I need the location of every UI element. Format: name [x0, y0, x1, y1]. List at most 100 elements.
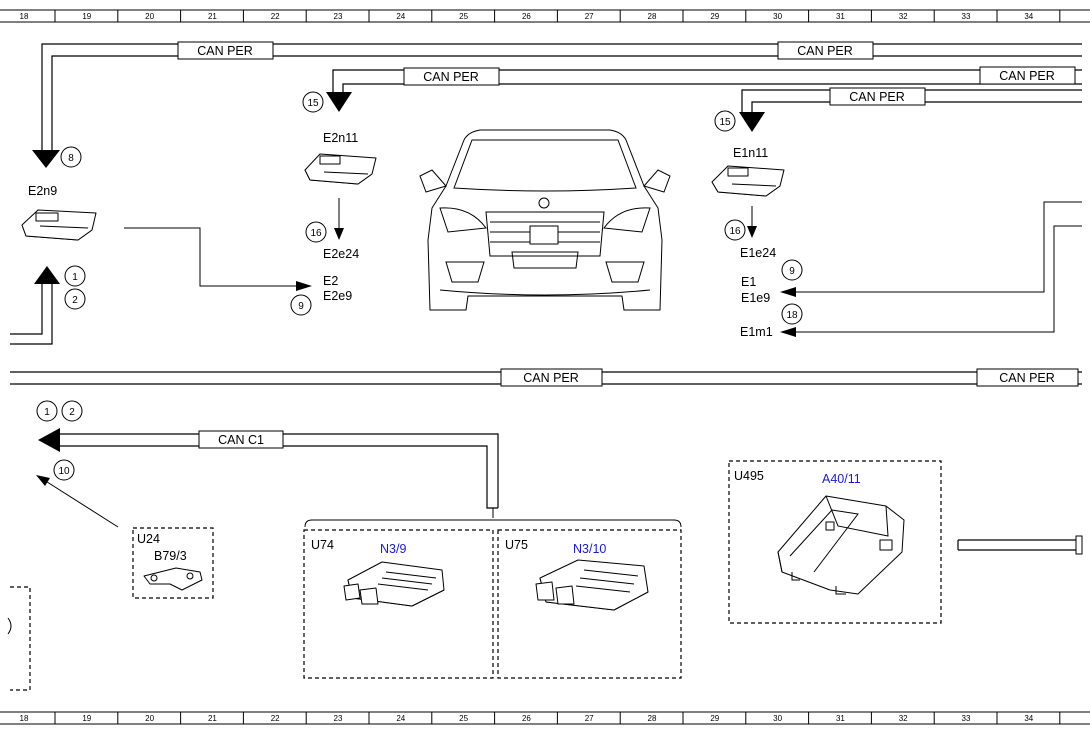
ruler-column-label: 29 — [710, 12, 719, 21]
svg-text:2: 2 — [69, 407, 75, 418]
callout-15 — [302, 91, 324, 113]
ruler-column-label: 31 — [836, 714, 845, 723]
svg-text:U75: U75 — [505, 538, 528, 552]
ruler-column-label: 18 — [20, 12, 29, 21]
svg-text:CAN PER: CAN PER — [197, 44, 253, 58]
ruler-column-label: 28 — [648, 12, 657, 21]
arrowhead-down — [32, 150, 60, 168]
callout-9 — [781, 259, 803, 281]
u495-group: U495 A40/11 — [728, 460, 1083, 624]
ruler-column-label: 32 — [899, 12, 908, 21]
svg-text:B79/3: B79/3 — [154, 549, 187, 563]
svg-text:1: 1 — [44, 407, 50, 418]
svg-text:CAN C1: CAN C1 — [218, 433, 264, 447]
svg-text:E1e24: E1e24 — [740, 246, 776, 260]
callout-8 — [60, 146, 82, 168]
callout-16 — [724, 219, 746, 241]
can-per-label-5: CAN PER — [829, 87, 926, 106]
arrowhead-left — [38, 428, 60, 452]
svg-text:E2: E2 — [323, 274, 338, 288]
ruler-column-label: 34 — [1024, 12, 1033, 21]
control-unit-icon — [711, 165, 785, 197]
ruler-column-label: 26 — [522, 12, 531, 21]
svg-text:E2n11: E2n11 — [323, 131, 358, 145]
callout-18 — [781, 303, 803, 325]
svg-text:CAN PER: CAN PER — [423, 70, 479, 84]
e2n9-to-e2-line — [124, 227, 312, 291]
can-per-bus-top — [32, 43, 1082, 168]
control-unit-icon — [21, 209, 97, 241]
svg-text:E2e9: E2e9 — [323, 289, 352, 303]
ruler-column-label: 23 — [334, 714, 343, 723]
ruler-column-label: 20 — [145, 12, 154, 21]
ruler-column-label: 25 — [459, 714, 468, 723]
svg-text:U24: U24 — [137, 532, 160, 546]
svg-text:A40/11: A40/11 — [822, 472, 861, 486]
control-unit-icon — [304, 153, 377, 185]
ruler-column-label: 22 — [271, 12, 280, 21]
partial-component-box — [7, 586, 31, 691]
svg-text:E1n11: E1n11 — [733, 146, 768, 160]
svg-text:1: 1 — [72, 272, 78, 283]
svg-text:E1: E1 — [741, 275, 756, 289]
ruler-column-label: 21 — [208, 12, 217, 21]
ruler-column-label: 29 — [710, 714, 719, 723]
svg-text:16: 16 — [729, 226, 741, 237]
svg-text:E2n9: E2n9 — [28, 184, 57, 198]
ruler-column-label: 19 — [82, 714, 91, 723]
ruler-column-label: 30 — [773, 714, 782, 723]
e2n11-module: E2n11 15 16 E2e24 E2 E2e9 9 — [290, 91, 377, 316]
callout-1 — [64, 265, 86, 287]
svg-text:N3/9: N3/9 — [380, 542, 406, 556]
svg-text:CAN PER: CAN PER — [523, 371, 579, 385]
svg-text:9: 9 — [789, 266, 795, 277]
svg-text:2: 2 — [72, 295, 78, 306]
svg-text:E2e24: E2e24 — [323, 247, 359, 261]
svg-text:10: 10 — [58, 466, 70, 477]
svg-text:16: 16 — [310, 228, 322, 239]
u74-group: U74 N3/9 — [303, 529, 494, 679]
vehicle-front-icon — [419, 129, 671, 311]
svg-text:9: 9 — [298, 301, 304, 312]
e1n11-module: 15 E1n11 16 E1e24 E1 E1e9 9 18 E1m1 — [711, 110, 1082, 339]
ruler-column-label: 22 — [271, 714, 280, 723]
svg-text:15: 15 — [307, 98, 319, 109]
arrowhead-up — [34, 266, 60, 284]
ruler-column-label: 19 — [82, 12, 91, 21]
can-per-label-1: CAN PER — [177, 41, 274, 60]
engine-control-unit-icon — [343, 561, 445, 607]
callout-2 — [64, 288, 86, 310]
e2n9-input-lines: 1 2 — [10, 265, 86, 345]
callout-10 — [53, 459, 75, 481]
svg-text:N3/10: N3/10 — [573, 542, 606, 556]
svg-text:CAN PER: CAN PER — [999, 371, 1055, 385]
arrowhead-down — [326, 92, 352, 112]
ruler-column-label: 28 — [648, 714, 657, 723]
ruler-column-label: 33 — [962, 714, 971, 723]
svg-text:CAN PER: CAN PER — [999, 69, 1055, 83]
can-per-label-3: CAN PER — [403, 67, 500, 86]
callout-9 — [290, 294, 312, 316]
ruler-column-label: 25 — [459, 12, 468, 21]
u24-group: 10 U24 B79/3 — [36, 459, 214, 599]
ruler-column-label: 33 — [962, 12, 971, 21]
svg-text:8: 8 — [68, 153, 74, 164]
svg-text:E1m1: E1m1 — [740, 325, 773, 339]
can-c1-bus: 1 2 CAN C1 — [36, 400, 682, 528]
ruler-column-label: 26 — [522, 714, 531, 723]
arrowhead-down — [739, 112, 765, 132]
ruler-column-label: 21 — [208, 714, 217, 723]
sensor-icon — [143, 567, 203, 591]
camera-module-icon — [777, 495, 905, 595]
svg-text:CAN PER: CAN PER — [797, 44, 853, 58]
svg-text:U74: U74 — [311, 538, 334, 552]
callout-16 — [305, 221, 327, 243]
ruler-column-label: 30 — [773, 12, 782, 21]
svg-text:18: 18 — [786, 310, 798, 321]
ruler-column-label: 27 — [585, 12, 594, 21]
svg-text:U495: U495 — [734, 469, 764, 483]
ruler-column-label: 32 — [899, 714, 908, 723]
svg-text:15: 15 — [719, 117, 731, 128]
